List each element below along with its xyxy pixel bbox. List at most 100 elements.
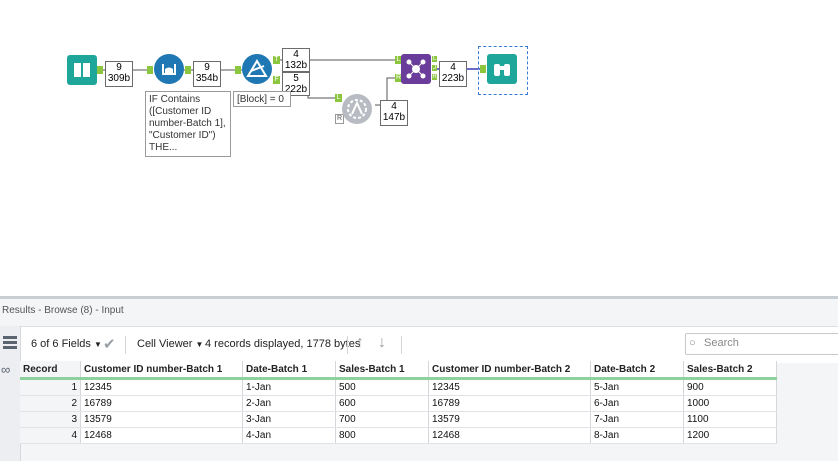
filter-triangle-icon xyxy=(246,59,268,77)
filter-tool[interactable] xyxy=(242,54,272,84)
browse-input-anchor[interactable] xyxy=(480,65,486,73)
table-cell[interactable]: 3-Jan xyxy=(242,411,336,428)
records-info: 4 records displayed, 1778 bytes xyxy=(205,338,361,350)
column-header[interactable]: Record xyxy=(20,361,81,380)
table-cell[interactable]: 5-Jan xyxy=(590,378,684,396)
column-header[interactable]: Customer ID number-Batch 1 xyxy=(80,361,243,380)
browse-tool[interactable] xyxy=(487,54,517,84)
column-header[interactable]: Sales-Batch 2 xyxy=(683,361,777,380)
cell-viewer-selector[interactable]: Cell Viewer ▼ xyxy=(137,338,203,350)
gear-icon xyxy=(347,99,367,119)
workflow-canvas[interactable]: 9 309b 9 354b IF Contains ([Customer ID … xyxy=(0,0,838,296)
filter-false-label: F xyxy=(274,76,279,83)
results-title: Results - Browse (8) - Input xyxy=(2,305,124,316)
join-l-output-label: L xyxy=(432,56,437,62)
record-number-cell[interactable]: 1 xyxy=(20,378,81,396)
filter-false-count: 5 xyxy=(293,73,299,84)
table-cell[interactable]: 2-Jan xyxy=(242,395,336,412)
append-record-badge: 4 147b xyxy=(380,100,408,126)
table-cell[interactable]: 500 xyxy=(335,378,429,396)
results-panel: Results - Browse (8) - Input 6 of 6 Fiel… xyxy=(0,299,838,461)
checkmark-icon[interactable]: ✔ xyxy=(103,336,116,353)
join-network-icon xyxy=(406,59,426,79)
join-count: 4 xyxy=(450,62,456,73)
join-right-anchor[interactable]: R xyxy=(395,74,402,82)
table-cell[interactable]: 8-Jan xyxy=(590,427,684,444)
join-j-output-anchor[interactable]: J xyxy=(432,65,437,71)
join-j-output-label: J xyxy=(433,65,436,71)
table-cell[interactable]: 1100 xyxy=(683,411,777,428)
append-right-label: R xyxy=(336,115,343,122)
table-cell[interactable]: 600 xyxy=(335,395,429,412)
record-number-cell[interactable]: 3 xyxy=(20,411,81,428)
formula-output-anchor[interactable] xyxy=(185,66,191,74)
table-cell[interactable]: 4-Jan xyxy=(242,427,336,444)
view-switcher-strip: ∞ xyxy=(0,326,21,461)
table-cell[interactable]: 1000 xyxy=(683,395,777,412)
join-left-anchor[interactable]: L xyxy=(395,56,402,64)
table-cell[interactable]: 1-Jan xyxy=(242,378,336,396)
join-r-output-label: R xyxy=(432,74,437,80)
record-number-cell[interactable]: 2 xyxy=(20,395,81,412)
record-number-cell[interactable]: 4 xyxy=(20,427,81,444)
table-cell[interactable]: 700 xyxy=(335,411,429,428)
formula-input-anchor[interactable] xyxy=(147,66,153,74)
append-count: 4 xyxy=(391,101,397,112)
input-data-tool[interactable] xyxy=(67,55,97,85)
search-icon: ○ xyxy=(689,337,696,349)
join-r-output-anchor[interactable]: R xyxy=(432,74,437,80)
binoculars-icon[interactable]: ∞ xyxy=(1,362,11,377)
browse-selection-box xyxy=(478,46,528,95)
connection-lines xyxy=(97,59,480,106)
table-cell[interactable]: 12345 xyxy=(428,378,591,396)
arrow-up-icon[interactable]: ↑ xyxy=(356,334,364,351)
append-left-anchor[interactable]: L xyxy=(335,94,342,102)
join-left-label: L xyxy=(396,56,401,63)
filter-input-anchor[interactable] xyxy=(235,66,241,74)
table-cell[interactable]: 800 xyxy=(335,427,429,444)
input-output-anchor[interactable] xyxy=(97,66,103,74)
chevron-down-icon: ▼ xyxy=(195,340,204,349)
table-cell[interactable]: 1200 xyxy=(683,427,777,444)
table-view-icon[interactable] xyxy=(3,336,17,350)
filter-true-anchor[interactable]: T xyxy=(273,56,280,64)
append-right-anchor[interactable]: R xyxy=(335,114,344,124)
search-box[interactable]: ○ Search xyxy=(685,333,838,355)
append-fields-tool[interactable] xyxy=(342,94,372,124)
table-cell[interactable]: 16789 xyxy=(80,395,243,412)
column-header[interactable]: Date-Batch 2 xyxy=(590,361,684,380)
column-header[interactable]: Sales-Batch 1 xyxy=(335,361,429,380)
cell-viewer-label: Cell Viewer xyxy=(137,338,193,350)
formula-tool[interactable] xyxy=(154,54,184,84)
filter-annotation: [Block] = 0 xyxy=(233,91,291,107)
table-cell[interactable]: 16789 xyxy=(428,395,591,412)
fields-selector[interactable]: 6 of 6 Fields ▼ xyxy=(31,338,102,350)
table-cell[interactable]: 12345 xyxy=(80,378,243,396)
table-cell[interactable]: 900 xyxy=(683,378,777,396)
filter-false-anchor[interactable]: F xyxy=(273,76,280,84)
input-record-badge: 9 309b xyxy=(105,61,133,87)
chevron-down-icon: ▼ xyxy=(93,340,102,349)
arrow-down-icon[interactable]: ↓ xyxy=(378,334,386,351)
table-cell[interactable]: 13579 xyxy=(80,411,243,428)
panel-splitter[interactable] xyxy=(0,296,838,299)
join-tool[interactable] xyxy=(401,54,431,84)
table-cell[interactable]: 7-Jan xyxy=(590,411,684,428)
table-cell[interactable]: 12468 xyxy=(80,427,243,444)
table-cell[interactable]: 13579 xyxy=(428,411,591,428)
join-l-output-anchor[interactable]: L xyxy=(432,56,437,62)
table-cell[interactable]: 12468 xyxy=(428,427,591,444)
join-size: 223b xyxy=(441,73,465,84)
filter-true-badge: 4 132b xyxy=(282,48,310,72)
column-header[interactable]: Customer ID number-Batch 2 xyxy=(428,361,591,380)
table-cell[interactable]: 6-Jan xyxy=(590,395,684,412)
column-header[interactable]: Date-Batch 1 xyxy=(242,361,336,380)
binoculars-icon xyxy=(494,64,510,76)
